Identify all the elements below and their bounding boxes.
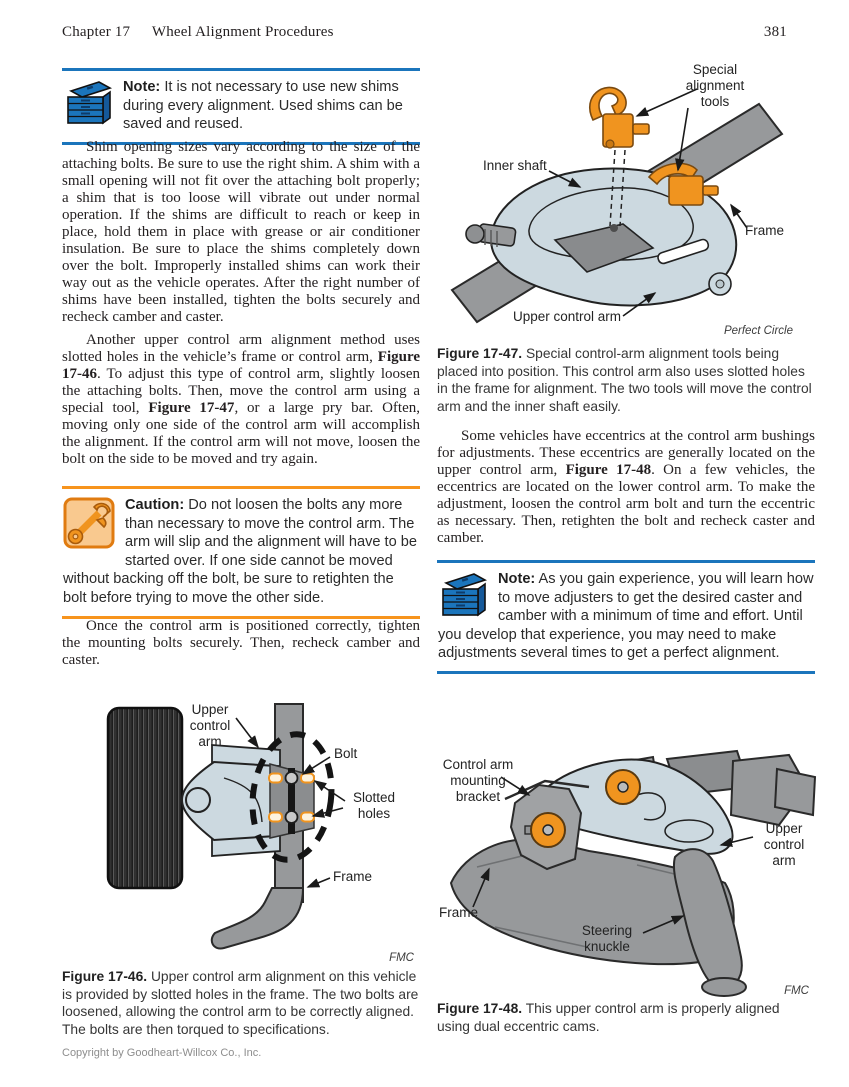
- paragraph-text: , or a large pry bar. Often, moving only…: [62, 400, 420, 467]
- caption-text: Upper control arm alignment on this vehi…: [62, 969, 419, 1037]
- note-box-experience: Note: As you gain experience, you will l…: [437, 560, 815, 674]
- label-special-alignment-tools: Special alignment tools: [685, 62, 745, 109]
- note-text: It is not necessary to use new shims dur…: [123, 79, 403, 133]
- highlight-ellipse: [249, 731, 335, 863]
- slotted-hole-shape: [300, 772, 315, 784]
- steering-knuckle-shape: [672, 848, 743, 989]
- note-box-shims: Note: It is not necessary to use new shi…: [62, 68, 420, 145]
- bolt-shape: [284, 771, 299, 785]
- label-frame: Frame: [745, 223, 785, 238]
- caution-text: Do not loosen the bolts any more than ne…: [63, 497, 418, 606]
- body-paragraph-eccentrics: Some vehicles have eccentrics at the con…: [437, 428, 815, 547]
- label-frame: Frame: [439, 905, 479, 920]
- slotted-hole-shape: [300, 811, 315, 823]
- figure-credit: FMC: [784, 985, 809, 997]
- caption-figure-number: Figure 17-46.: [62, 969, 148, 984]
- caption-figure-number: Figure 17-47.: [437, 346, 523, 361]
- label-upper-control-arm: Upper control arm: [513, 309, 622, 324]
- note-label: Note:: [123, 79, 161, 95]
- paragraph-text: Some vehicles have eccentrics at the con…: [437, 428, 815, 478]
- toolbox-icon: [438, 571, 488, 623]
- note-text: As you gain experience, you will learn h…: [438, 571, 814, 662]
- figure-credit: Perfect Circle: [723, 325, 793, 337]
- slotted-hole-shape: [268, 811, 283, 823]
- chapter-title: Wheel Alignment Procedures: [151, 24, 334, 40]
- caption-figure-17-48: Figure 17-48. This upper control arm is …: [437, 1000, 812, 1035]
- label-steering-knuckle: Steering knuckle: [581, 923, 633, 954]
- caption-text: Special control-arm alignment tools bein…: [437, 346, 812, 414]
- figure-17-47: Special alignment tools Inner shaft Fram…: [437, 58, 817, 340]
- figure-17-46: Upper control arm Bolt Slotted holes Fra…: [62, 700, 420, 968]
- caution-label: Caution:: [125, 497, 185, 513]
- paragraph-text: Another upper control arm alignment meth…: [62, 332, 420, 365]
- caption-figure-number: Figure 17-48.: [437, 1001, 523, 1016]
- caption-figure-17-46: Figure 17-46. Upper control arm alignmen…: [62, 968, 430, 1038]
- bolt-shape: [284, 810, 299, 824]
- figure-reference: Figure 17-47: [148, 400, 235, 416]
- tire-shape: [106, 706, 184, 890]
- label-upper-control-arm: Upper control arm: [189, 702, 231, 749]
- paragraph-text: . On a few vehicles, the eccentrics are …: [437, 462, 816, 546]
- body-paragraph-tighten: Once the control arm is positioned corre…: [62, 618, 420, 669]
- figure-17-48-illustration: [449, 749, 817, 997]
- label-bolt: Bolt: [334, 746, 358, 761]
- page-number: 381: [763, 24, 787, 40]
- alignment-tool-shape: [589, 86, 627, 122]
- paragraph-text: Once the control arm is positioned corre…: [62, 618, 420, 668]
- label-inner-shaft: Inner shaft: [483, 158, 547, 173]
- wrench-icon: [63, 497, 115, 555]
- paragraph-text: . To adjust this type of control arm, sl…: [62, 366, 420, 416]
- figure-17-48: Control arm mounting bracket Upper contr…: [437, 695, 817, 998]
- figure-credit: FMC: [389, 952, 414, 964]
- figure-reference: Figure 17-46: [62, 349, 420, 382]
- figure-reference: Figure 17-48: [565, 462, 652, 478]
- paragraph-text: Shim opening sizes vary according to the…: [62, 139, 420, 325]
- label-control-arm-mounting-bracket: Control arm mounting bracket: [442, 757, 514, 804]
- copyright-footer: Copyright by Goodheart-Willcox Co., Inc.: [62, 1047, 262, 1059]
- body-paragraph-shims: Shim opening sizes vary according to the…: [62, 139, 420, 326]
- slotted-hole-shape: [268, 772, 283, 784]
- caption-figure-17-47: Figure 17-47. Special control-arm alignm…: [437, 345, 812, 415]
- label-slotted-holes: Slotted holes: [352, 790, 396, 821]
- caution-box: Caution: Do not loosen the bolts any mor…: [62, 486, 420, 619]
- body-paragraph-slotted-holes: Another upper control arm alignment meth…: [62, 332, 420, 468]
- label-upper-control-arm: Upper control arm: [763, 821, 805, 868]
- frame-hook-shape: [210, 887, 305, 950]
- page-header: Chapter 17 Wheel Alignment Procedures: [62, 24, 334, 41]
- label-frame: Frame: [333, 869, 373, 884]
- figure-17-46-illustration: [106, 703, 346, 950]
- chapter-number: Chapter 17: [62, 24, 131, 40]
- caption-text: This upper control arm is properly align…: [437, 1001, 780, 1034]
- toolbox-icon: [63, 79, 113, 131]
- note-label: Note:: [498, 571, 536, 587]
- figure-17-47-illustration: [450, 86, 784, 324]
